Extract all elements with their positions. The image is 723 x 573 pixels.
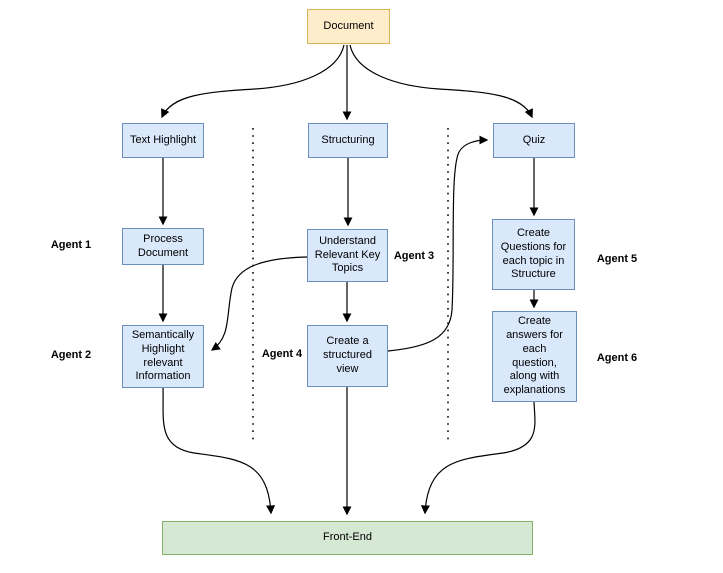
edge-understandtopics-semantichighlight (210, 256, 308, 351)
label-agent-3: Agent 3 (393, 250, 435, 262)
node-semantic-highlight: Semantically Highlight relevant Informat… (122, 325, 204, 388)
edge-document-text-highlight (161, 44, 345, 119)
edge-structuredview-quiz (387, 135, 489, 352)
node-process-document: Process Document (122, 228, 204, 265)
node-text-highlight: Text Highlight (122, 123, 204, 158)
edge-createanswers-frontend (420, 401, 536, 515)
node-create-questions: Create Questions for each topic in Struc… (492, 219, 575, 290)
node-structuring: Structuring (308, 123, 388, 158)
node-document: Document (307, 9, 390, 44)
label-agent-2: Agent 2 (50, 349, 92, 361)
label-agent-5: Agent 5 (596, 253, 638, 265)
edge-document-quiz (349, 44, 533, 119)
label-agent-1: Agent 1 (50, 239, 92, 251)
node-front-end: Front-End (162, 521, 533, 555)
node-create-answers: Create answers for each question, along … (492, 311, 577, 402)
node-structured-view: Create a structured view (307, 325, 388, 387)
edge-semantichighlight-frontend (162, 387, 276, 515)
label-agent-6: Agent 6 (596, 352, 638, 364)
node-understand-topics: Understand Relevant Key Topics (307, 229, 388, 282)
node-quiz: Quiz (493, 123, 575, 158)
label-agent-4: Agent 4 (261, 348, 303, 360)
